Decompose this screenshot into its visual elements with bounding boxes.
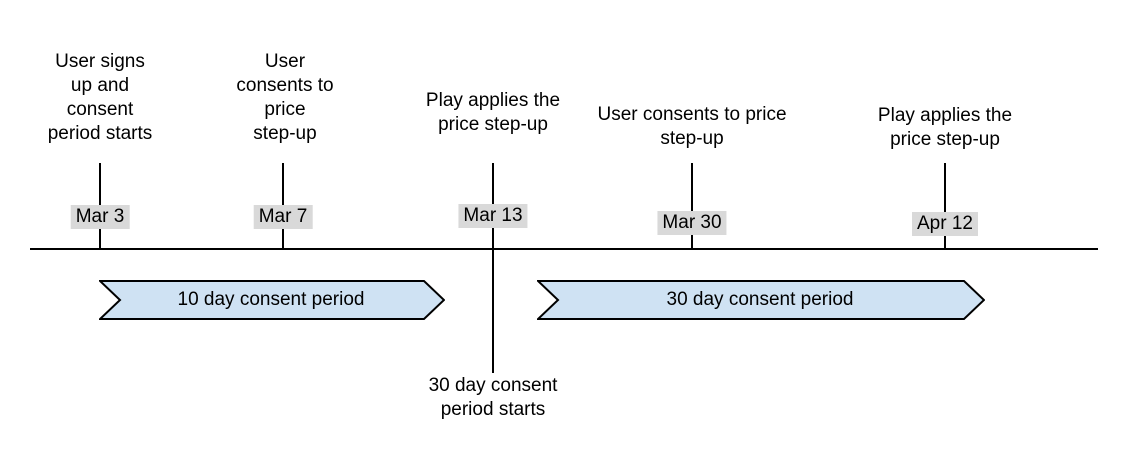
milestone-annotation-apply-2: Play applies the price step-up (877, 105, 1013, 150)
milestone-annotation-consent-1: User consents to price step-up (236, 51, 334, 144)
date-label-mar-30: Mar 30 (657, 211, 727, 235)
consent-period-band-30-day (537, 280, 985, 320)
band-arrow-shape-10-day (99, 280, 445, 320)
consent-period-label-30-day: 30 day consent period (666, 289, 854, 310)
date-label-apr-12: Apr 12 (912, 212, 978, 236)
milestone-tick-consent-2 (691, 163, 693, 248)
milestone-tick-apply-1 (492, 163, 494, 373)
band-arrow-shape-30-day (537, 280, 985, 320)
milestone-annotation-signup: User signs up and consent period starts (47, 51, 153, 144)
milestone-annotation-apply-1: Play applies the price step-up (425, 90, 561, 135)
timeline-axis (30, 248, 1098, 250)
date-label-mar-3: Mar 3 (70, 205, 130, 229)
milestone-tick-apply-2 (944, 163, 946, 248)
date-label-mar-7: Mar 7 (253, 205, 313, 229)
consent-period-label-10-day: 10 day consent period (177, 289, 365, 310)
date-label-mar-13: Mar 13 (458, 204, 528, 228)
milestone-annotation-30-day-period-starts: 30 day consent period starts (428, 375, 558, 420)
consent-period-band-10-day (99, 280, 445, 320)
milestone-annotation-consent-2: User consents to price step-up (597, 104, 787, 149)
